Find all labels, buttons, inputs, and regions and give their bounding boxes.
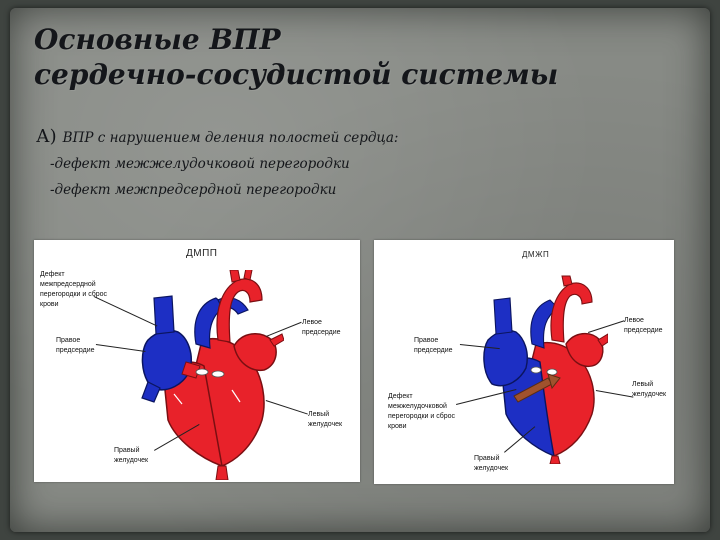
- vsd-label-right-atrium: Правое предсердие: [414, 337, 453, 354]
- body-item-asd: -дефект межпредсердной перегородки: [50, 182, 337, 198]
- slide-body: А) ВПР с нарушением деления полостей серд…: [36, 124, 398, 203]
- slide-title-line-2: сердечно-сосудистой системы: [34, 58, 559, 91]
- slide-title-line-1: Основные ВПР: [34, 23, 281, 56]
- asd-label-defect: Дефект межпредсердной перегородки и сбро…: [40, 271, 108, 308]
- vsd-label-right-ventricle: Правый желудочек: [474, 455, 509, 472]
- vsd-label-left-atrium: Левое предсердие: [624, 317, 663, 334]
- asd-diagram-title: ДМПП: [186, 248, 218, 259]
- asd-label-left-atrium: Левое предсердие: [302, 319, 341, 336]
- asd-heart-illustration: [141, 270, 284, 480]
- vsd-diagram-title: ДМЖП: [522, 250, 550, 259]
- vsd-heart-illustration: [483, 275, 608, 464]
- asd-label-left-ventricle: Левый желудочек: [308, 411, 343, 428]
- body-item-vsd: -дефект межжелудочковой перегородки: [50, 156, 350, 172]
- asd-label-right-ventricle: Правый желудочек: [114, 447, 149, 464]
- asd-diagram: ДМПП Дефект межпредсердной перегоро: [34, 240, 360, 482]
- list-marker: А): [36, 126, 57, 147]
- slide-title: Основные ВПР сердечно-сосудистой системы: [34, 22, 558, 92]
- body-intro-line: А) ВПР с нарушением деления полостей серд…: [36, 124, 398, 151]
- vsd-label-left-ventricle: Левый желудочек: [632, 381, 667, 398]
- body-intro: ВПР с нарушением деления полостей сердца…: [62, 130, 399, 146]
- vsd-diagram: ДМЖП Левое предсердие Правое предсердие …: [374, 240, 674, 484]
- asd-label-right-atrium: Правое предсердие: [56, 337, 95, 354]
- vsd-label-defect: Дефект межжелудочковой перегородки и сбр…: [388, 393, 456, 430]
